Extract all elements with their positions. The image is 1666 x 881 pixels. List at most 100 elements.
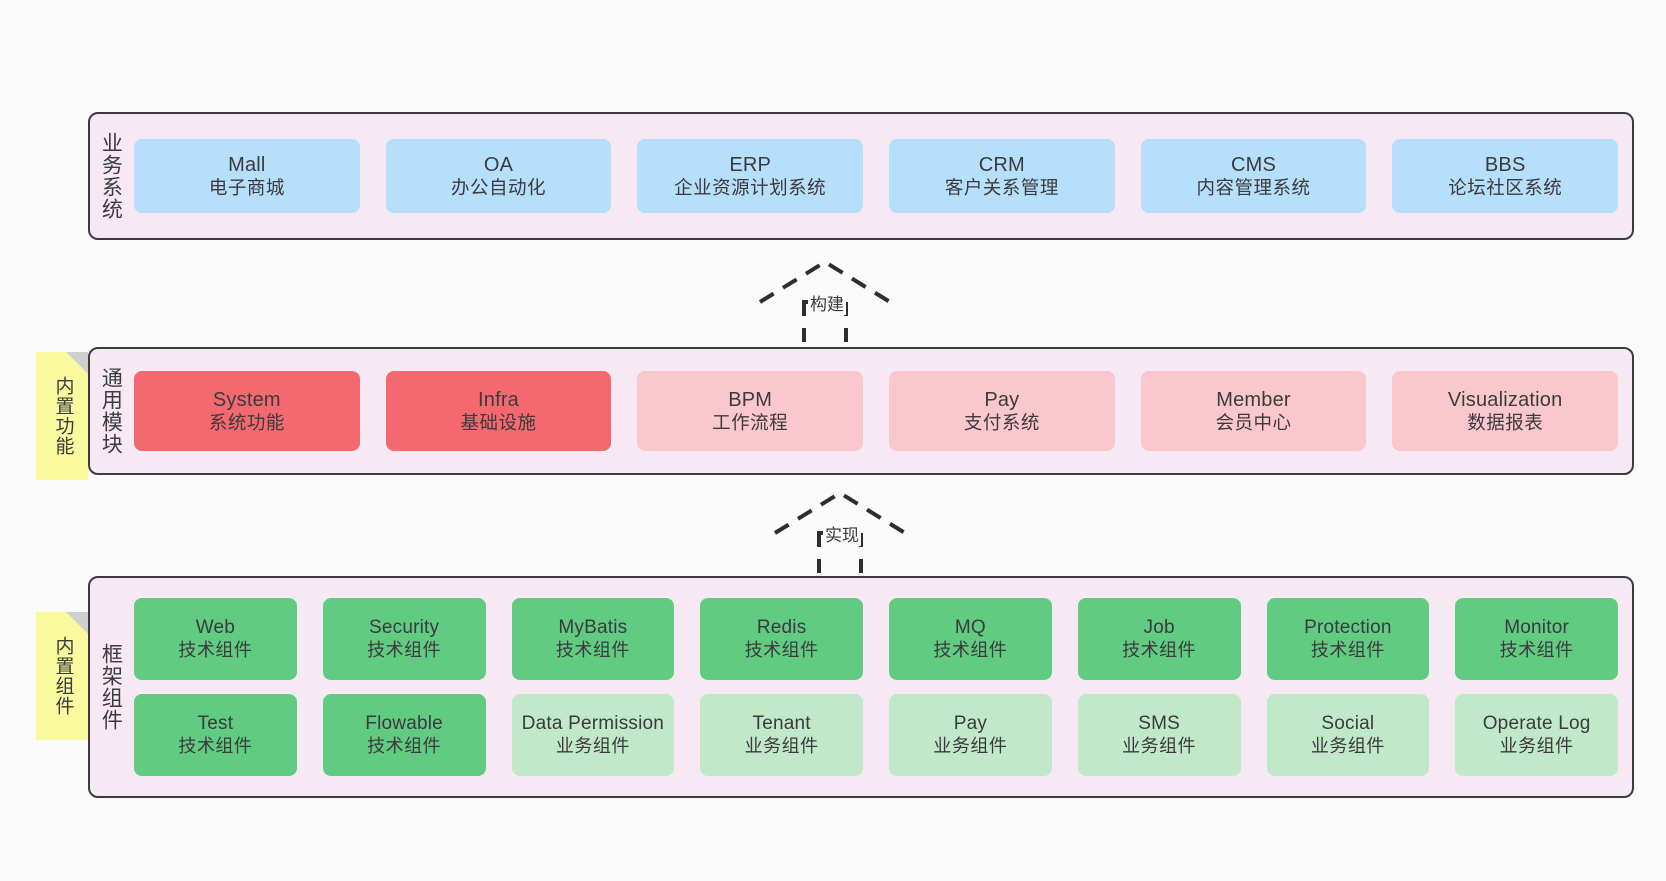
card-subtitle: 工作流程 bbox=[712, 411, 789, 433]
layer-business-system: 业务系统 Mall 电子商城 OA 办公自动化 ERP 企业资源计划系统 CRM… bbox=[88, 112, 1634, 240]
card-title: Member bbox=[1216, 388, 1291, 411]
card-visualization[interactable]: Visualization 数据报表 bbox=[1392, 371, 1619, 451]
card-title: Flowable bbox=[365, 713, 443, 735]
card-job[interactable]: Job 技术组件 bbox=[1077, 598, 1241, 680]
card-title: OA bbox=[483, 153, 514, 176]
card-title: Tenant bbox=[752, 713, 811, 735]
card-subtitle: 技术组件 bbox=[1499, 639, 1574, 660]
card-crm[interactable]: CRM 客户关系管理 bbox=[889, 139, 1115, 213]
card-subtitle: 系统功能 bbox=[208, 411, 285, 433]
card-operate-log[interactable]: Operate Log 业务组件 bbox=[1455, 694, 1618, 776]
card-subtitle: 业务组件 bbox=[1499, 735, 1574, 756]
card-infra[interactable]: Infra 基础设施 bbox=[385, 371, 612, 451]
card-row: Mall 电子商城 OA 办公自动化 ERP 企业资源计划系统 CRM 客户关系… bbox=[134, 139, 1619, 213]
card-subtitle: 会员中心 bbox=[1215, 411, 1292, 433]
card-mq[interactable]: MQ 技术组件 bbox=[889, 598, 1052, 680]
card-title: Web bbox=[195, 617, 236, 639]
card-title: CMS bbox=[1231, 153, 1277, 176]
card-subtitle: 技术组件 bbox=[1122, 639, 1197, 660]
card-tenant[interactable]: Tenant 业务组件 bbox=[700, 694, 863, 776]
card-row: System 系统功能 Infra 基础设施 BPM 工作流程 Pay 支付系统… bbox=[134, 371, 1619, 451]
card-title: MyBatis bbox=[558, 617, 628, 639]
card-subtitle: 技术组件 bbox=[367, 639, 442, 660]
arrow-implement-label: 实现 bbox=[823, 521, 861, 546]
card-subtitle: 办公自动化 bbox=[451, 176, 547, 198]
card-erp[interactable]: ERP 企业资源计划系统 bbox=[637, 139, 864, 213]
card-title: Protection bbox=[1304, 617, 1392, 639]
card-bpm[interactable]: BPM 工作流程 bbox=[637, 371, 864, 451]
card-web[interactable]: Web 技术组件 bbox=[134, 598, 297, 680]
card-subtitle: 技术组件 bbox=[933, 639, 1008, 660]
card-subtitle: 数据报表 bbox=[1467, 411, 1544, 433]
card-protection[interactable]: Protection 技术组件 bbox=[1266, 598, 1430, 680]
card-title: Infra bbox=[477, 388, 520, 411]
card-subtitle: 技术组件 bbox=[367, 735, 442, 756]
card-cms[interactable]: CMS 内容管理系统 bbox=[1140, 139, 1367, 213]
note-builtin-features: 内置功能 bbox=[36, 352, 88, 480]
card-title: Security bbox=[369, 617, 440, 639]
card-title: Pay bbox=[953, 713, 988, 735]
card-title: Visualization bbox=[1447, 388, 1563, 411]
card-title: Operate Log bbox=[1482, 713, 1591, 735]
card-subtitle: 客户关系管理 bbox=[944, 176, 1059, 198]
card-redis[interactable]: Redis 技术组件 bbox=[700, 598, 863, 680]
card-test[interactable]: Test 技术组件 bbox=[134, 694, 297, 776]
card-subtitle: 技术组件 bbox=[555, 639, 630, 660]
card-social[interactable]: Social 业务组件 bbox=[1266, 694, 1430, 776]
arrow-build-label: 构建 bbox=[808, 290, 846, 315]
card-subtitle: 业务组件 bbox=[555, 735, 630, 756]
card-subtitle: 业务组件 bbox=[1310, 735, 1385, 756]
card-bbs[interactable]: BBS 论坛社区系统 bbox=[1392, 139, 1619, 213]
card-member[interactable]: Member 会员中心 bbox=[1140, 371, 1367, 451]
card-subtitle: 论坛社区系统 bbox=[1448, 176, 1563, 198]
card-subtitle: 电子商城 bbox=[208, 176, 285, 198]
card-sms[interactable]: SMS 业务组件 bbox=[1077, 694, 1241, 776]
card-subtitle: 业务组件 bbox=[744, 735, 819, 756]
card-oa[interactable]: OA 办公自动化 bbox=[385, 139, 612, 213]
card-row: Test 技术组件 Flowable 技术组件 Data Permission … bbox=[134, 694, 1618, 776]
card-pay-business[interactable]: Pay 业务组件 bbox=[889, 694, 1052, 776]
card-subtitle: 业务组件 bbox=[1122, 735, 1197, 756]
card-title: Social bbox=[1321, 713, 1375, 735]
note-builtin-components: 内置组件 bbox=[36, 612, 88, 740]
card-mybatis[interactable]: MyBatis 技术组件 bbox=[511, 598, 675, 680]
card-subtitle: 业务组件 bbox=[933, 735, 1008, 756]
card-system[interactable]: System 系统功能 bbox=[134, 371, 360, 451]
card-data-permission[interactable]: Data Permission 业务组件 bbox=[511, 694, 675, 776]
card-flowable[interactable]: Flowable 技术组件 bbox=[322, 694, 486, 776]
card-row: Web 技术组件 Security 技术组件 MyBatis 技术组件 Redi… bbox=[134, 598, 1618, 680]
layer-framework-components-body: Web 技术组件 Security 技术组件 MyBatis 技术组件 Redi… bbox=[130, 578, 1632, 796]
layer-business-system-body: Mall 电子商城 OA 办公自动化 ERP 企业资源计划系统 CRM 客户关系… bbox=[130, 114, 1632, 238]
layer-framework-components-title: 框架组件 bbox=[99, 643, 123, 731]
card-title: Job bbox=[1143, 617, 1175, 639]
card-title: ERP bbox=[729, 153, 772, 176]
card-title: Test bbox=[197, 713, 234, 735]
card-title: SMS bbox=[1138, 713, 1181, 735]
card-security[interactable]: Security 技术组件 bbox=[322, 598, 486, 680]
card-title: Mall bbox=[228, 153, 266, 176]
card-title: Monitor bbox=[1504, 617, 1569, 639]
layer-common-modules: 通用模块 System 系统功能 Infra 基础设施 BPM 工作流程 Pay… bbox=[88, 347, 1634, 475]
card-title: BPM bbox=[728, 388, 773, 411]
card-subtitle: 技术组件 bbox=[1310, 639, 1385, 660]
card-pay[interactable]: Pay 支付系统 bbox=[889, 371, 1115, 451]
card-subtitle: 技术组件 bbox=[178, 735, 253, 756]
layer-common-modules-body: System 系统功能 Infra 基础设施 BPM 工作流程 Pay 支付系统… bbox=[130, 349, 1632, 473]
card-title: BBS bbox=[1484, 153, 1526, 176]
card-subtitle: 技术组件 bbox=[178, 639, 253, 660]
card-title: CRM bbox=[978, 153, 1025, 176]
card-subtitle: 企业资源计划系统 bbox=[674, 176, 827, 198]
card-subtitle: 技术组件 bbox=[744, 639, 819, 660]
card-title: MQ bbox=[954, 617, 986, 639]
card-title: System bbox=[212, 388, 281, 411]
card-subtitle: 支付系统 bbox=[963, 411, 1040, 433]
layer-business-system-title: 业务系统 bbox=[99, 132, 123, 220]
card-monitor[interactable]: Monitor 技术组件 bbox=[1455, 598, 1618, 680]
card-title: Pay bbox=[984, 388, 1020, 411]
card-title: Data Permission bbox=[521, 713, 665, 735]
layer-common-modules-title: 通用模块 bbox=[99, 367, 123, 455]
card-title: Redis bbox=[756, 617, 807, 639]
card-subtitle: 内容管理系统 bbox=[1196, 176, 1311, 198]
card-mall[interactable]: Mall 电子商城 bbox=[134, 139, 360, 213]
